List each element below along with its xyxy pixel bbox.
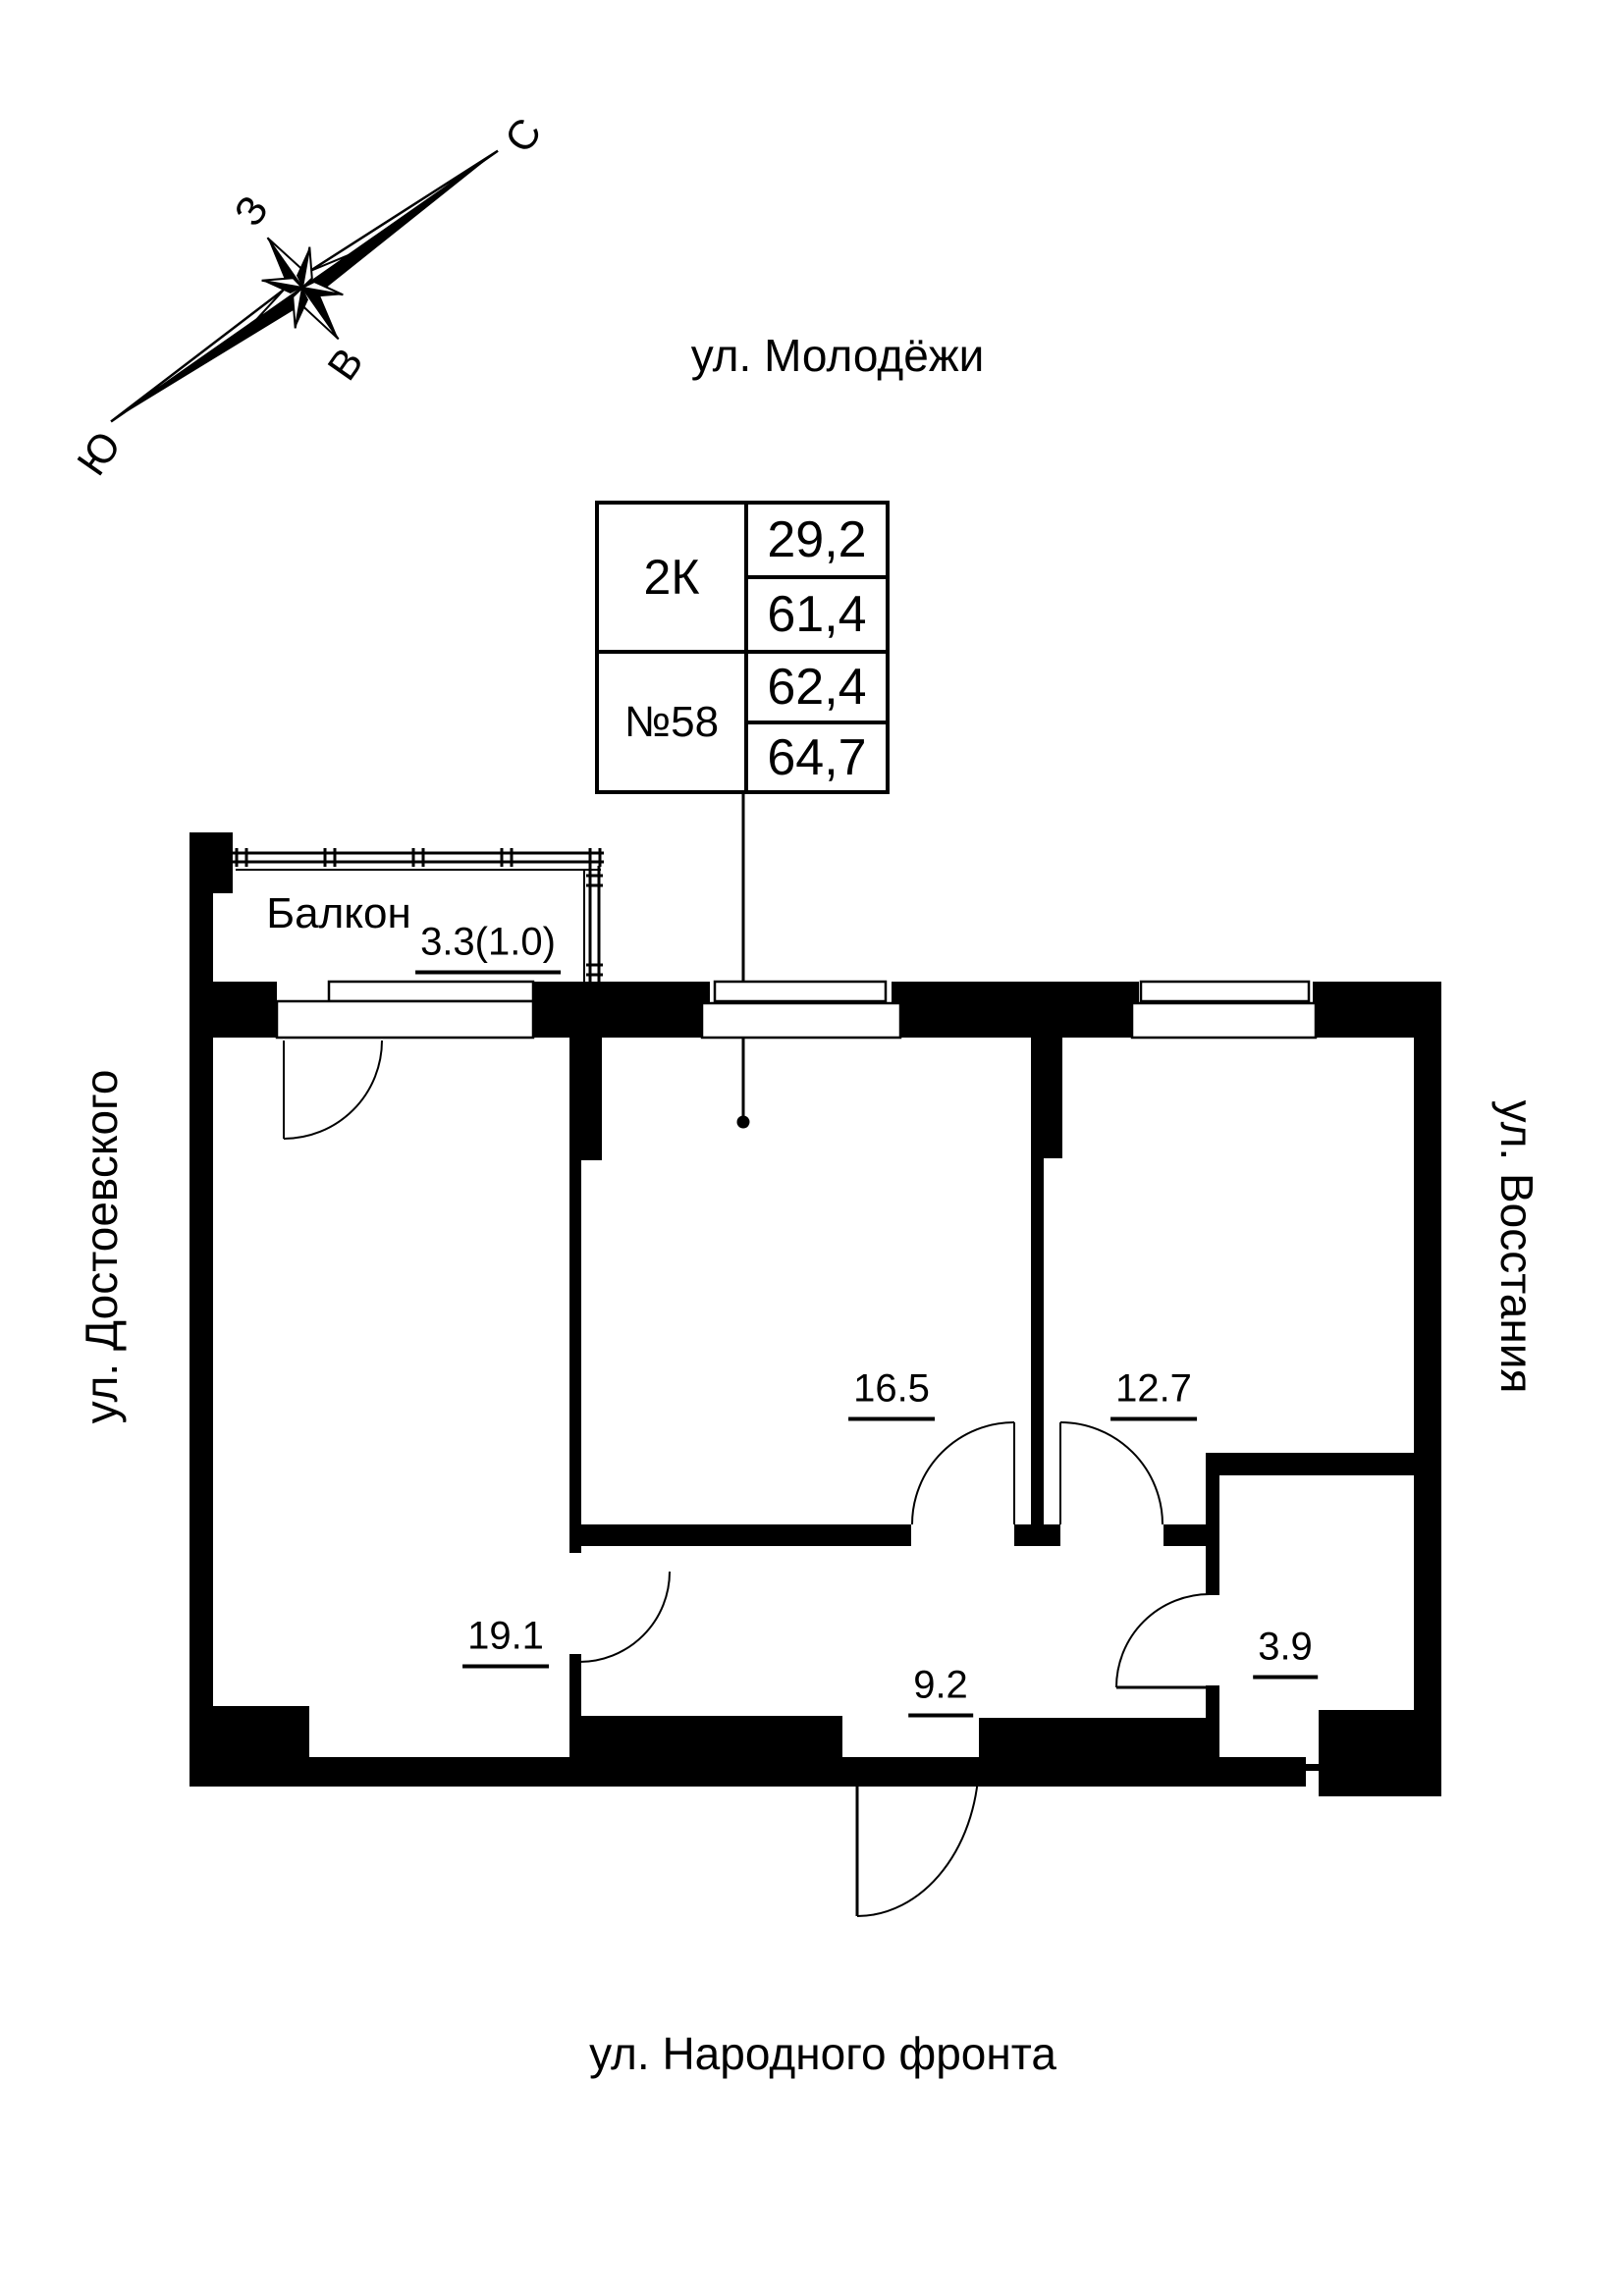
room-area-room-right: 12.7 — [1110, 1367, 1197, 1421]
door-room16 — [911, 1421, 1015, 1525]
wall-right — [1414, 1038, 1441, 1757]
wall-stub-16-12 — [1014, 1524, 1060, 1546]
unit-info-table: 2К №58 29,2 61,4 62,4 64,7 — [595, 501, 890, 794]
star-point — [298, 280, 344, 296]
door-entrance — [855, 1757, 980, 1917]
star-point — [300, 246, 313, 291]
room-area-living-room: 19.1 — [462, 1615, 549, 1669]
star-point — [297, 246, 310, 288]
wall-ledge-bl — [189, 1706, 309, 1757]
wall-left — [189, 832, 213, 1757]
wall-top-seg2 — [533, 982, 710, 1038]
star-point — [295, 288, 308, 329]
wall-16-bottom — [581, 1524, 911, 1546]
room-area-hallway: 9.2 — [908, 1664, 973, 1718]
room-area-balcony: 3.3(1.0) — [415, 921, 561, 975]
compass-rose — [110, 149, 499, 423]
door-balcony — [283, 1040, 383, 1140]
wall-partition-19-16-thin — [569, 1160, 581, 1553]
door-living-room — [578, 1571, 671, 1663]
walls — [189, 832, 1441, 1796]
area-value-cell: 61,4 — [744, 575, 886, 650]
wall-bath-top — [1206, 1453, 1414, 1475]
star-point — [261, 280, 302, 294]
wall-partition-16-12-thin — [1031, 1158, 1044, 1524]
street-label-right: ул. Восстания — [1491, 1099, 1542, 1394]
street-label-top: ул. Молодёжи — [690, 330, 985, 381]
railing-ticks — [235, 848, 602, 867]
street-label-left: ул. Достоевского — [76, 1069, 127, 1424]
wall-partition-16-12-thick — [1031, 1038, 1062, 1158]
window-room12-lower — [1130, 1001, 1318, 1040]
room-area-room-middle: 16.5 — [848, 1367, 935, 1421]
wall-door-stub-19 — [569, 1654, 581, 1716]
area-value-cell: 29,2 — [744, 505, 886, 575]
balcony-railing — [233, 848, 604, 982]
wall-bath-left-lower — [1206, 1685, 1219, 1771]
wall-top-seg1 — [213, 982, 277, 1038]
street-label-bottom: ул. Народного фронта — [589, 2028, 1056, 2079]
wall-bottom — [189, 1757, 1306, 1787]
leader-dot — [736, 1115, 750, 1129]
window-room12-upper — [1139, 980, 1311, 1003]
windows — [275, 980, 1318, 1040]
doors — [283, 1040, 1211, 1917]
star-point — [261, 277, 305, 290]
railing-ticks-right — [586, 874, 603, 977]
window-balcony-upper — [327, 980, 535, 1003]
wall-bath-bottom — [1205, 1764, 1319, 1771]
star-point — [292, 285, 304, 329]
door-bathroom — [1115, 1593, 1211, 1689]
window-room16-upper — [713, 980, 888, 1003]
wall-partition-19-16-thick — [569, 1038, 602, 1160]
room-area-bathroom: 3.9 — [1253, 1626, 1318, 1680]
window-room16-lower — [700, 1001, 902, 1040]
wall-bottom-step-left — [569, 1716, 842, 1757]
wall-bath-left-upper — [1206, 1453, 1219, 1595]
wall-top-seg4 — [1313, 982, 1441, 1038]
room-label-balcony: Балкон — [266, 889, 411, 937]
unit-number-cell: №58 — [599, 650, 744, 790]
door-room12 — [1059, 1421, 1163, 1525]
wall-bottom-step-right — [979, 1718, 1217, 1759]
area-value-cell: 62,4 — [744, 650, 886, 721]
compass-star — [254, 237, 351, 341]
window-balcony-lower — [275, 999, 535, 1040]
wall-top-seg3 — [892, 982, 1139, 1038]
unit-type-cell: 2К — [643, 550, 700, 605]
area-value-cell: 64,7 — [744, 721, 886, 790]
wall-12-bottom — [1163, 1524, 1219, 1546]
